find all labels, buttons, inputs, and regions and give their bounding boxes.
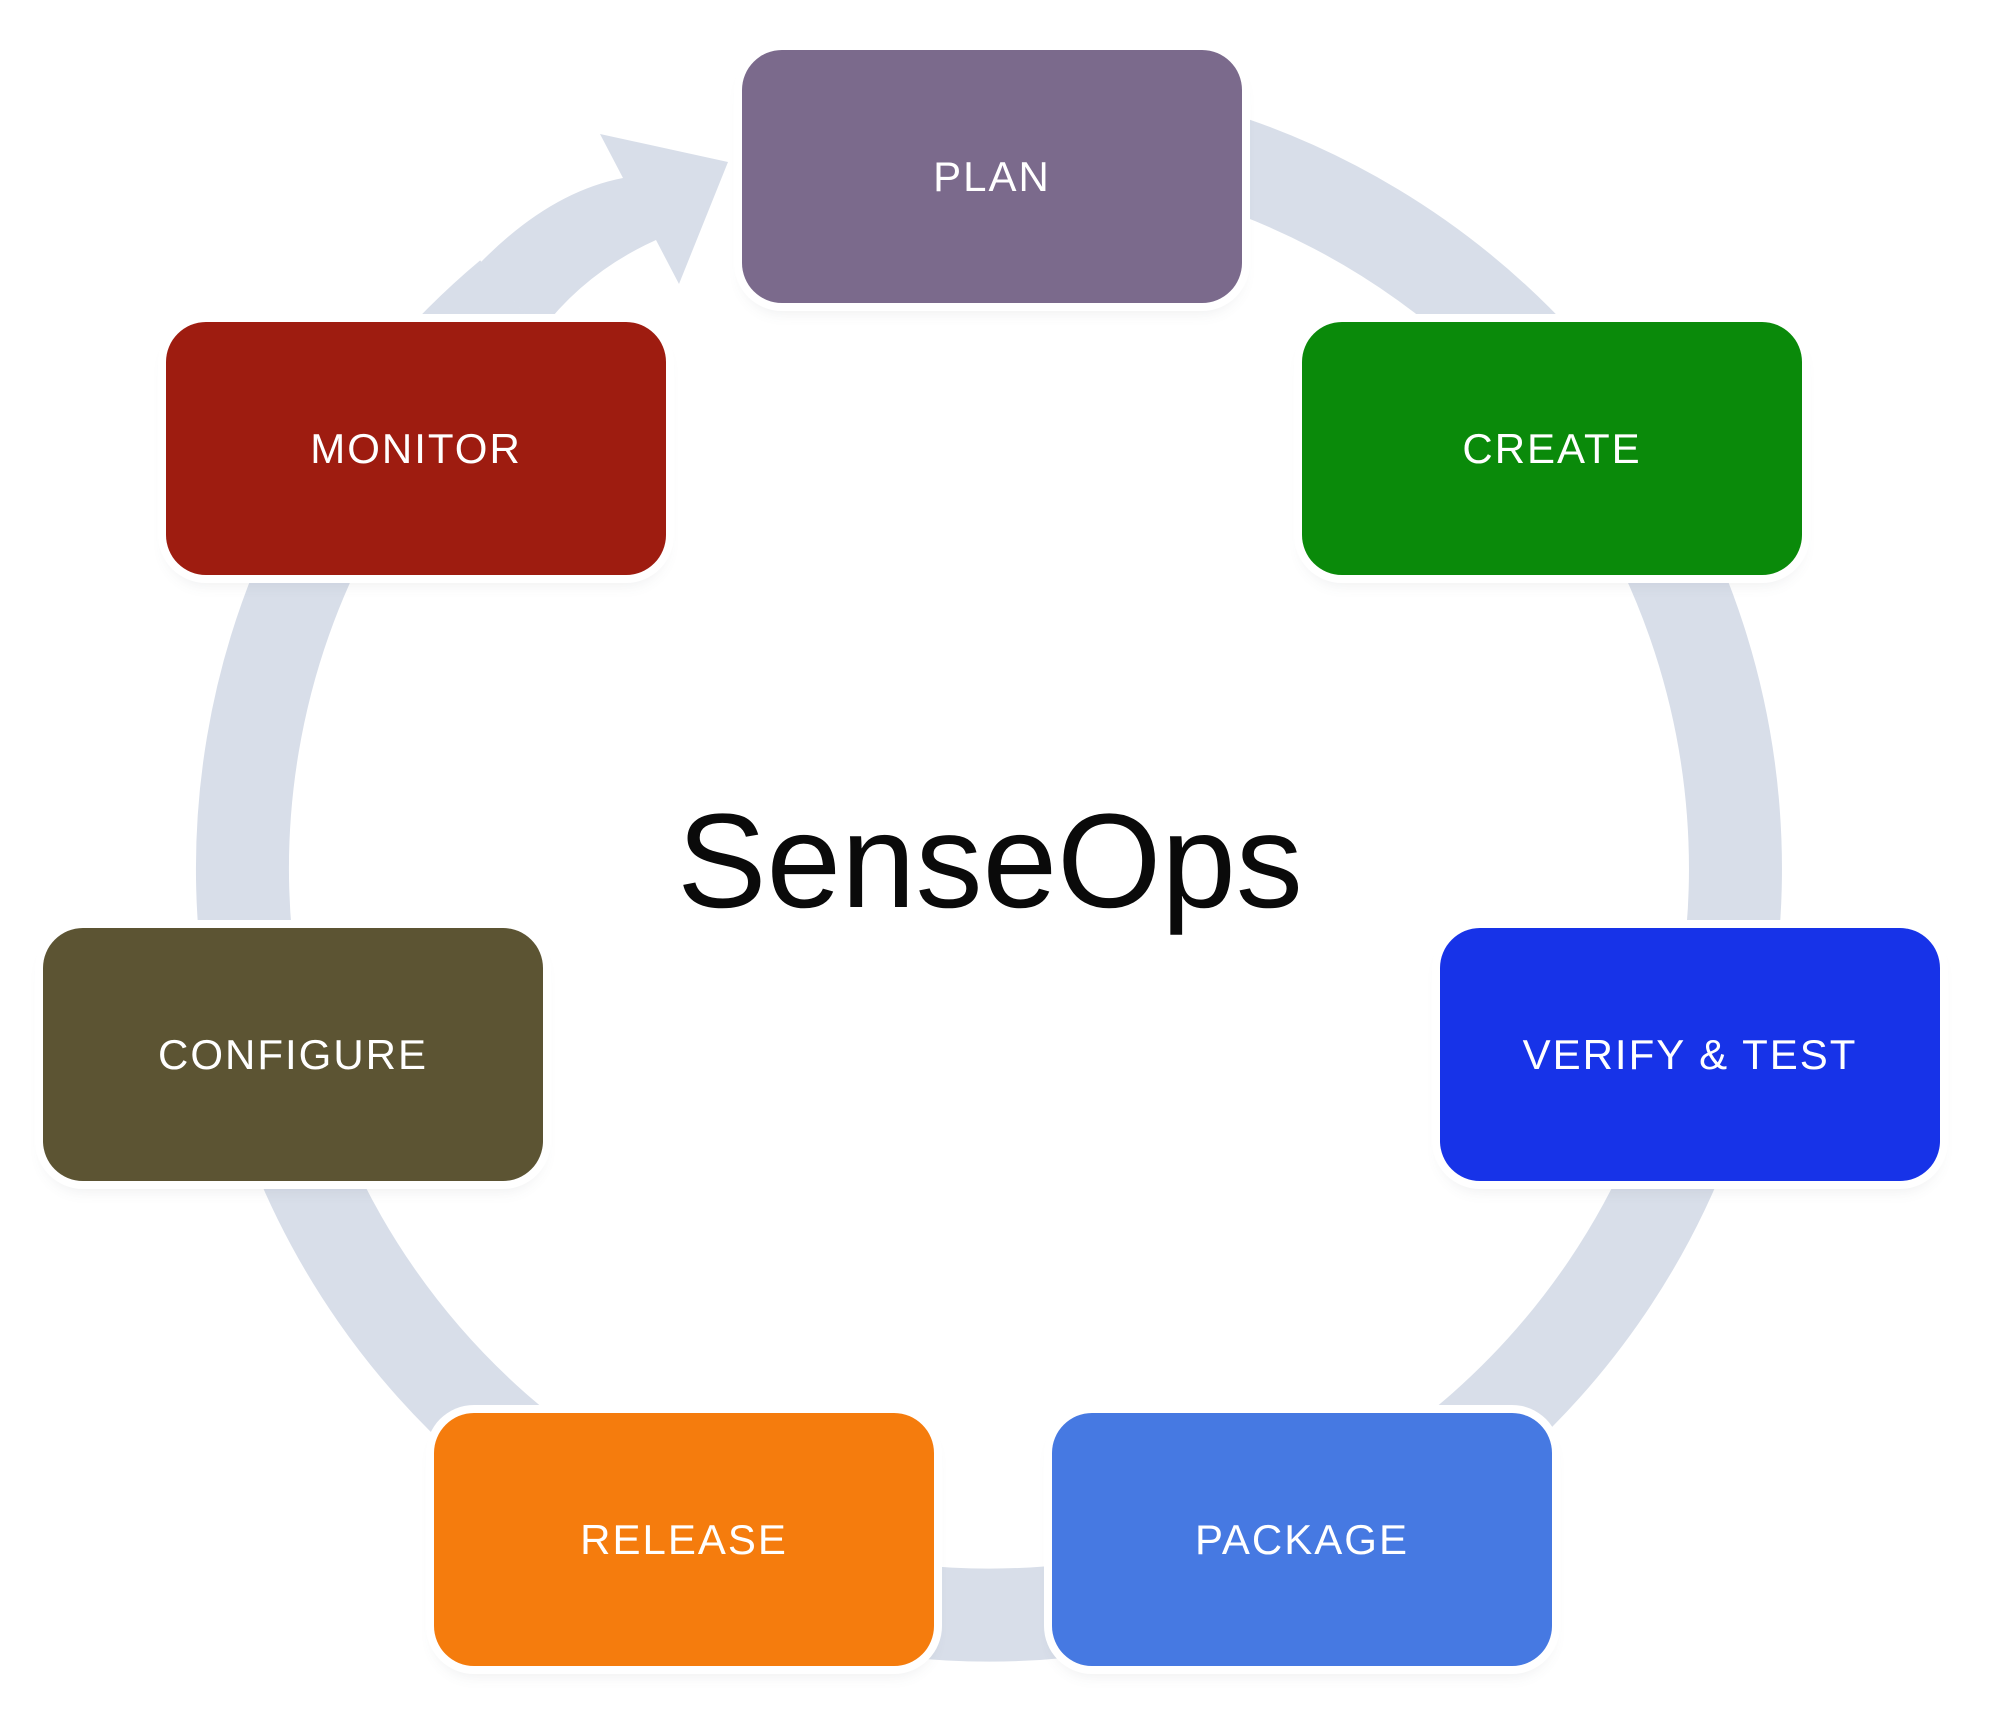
stage-box-create: CREATE bbox=[1302, 322, 1802, 575]
stage-box-verify-and-test: VERIFY & TEST bbox=[1440, 928, 1940, 1181]
stage-label-monitor: MONITOR bbox=[310, 424, 522, 472]
diagram-title: SenseOps bbox=[677, 787, 1303, 936]
stage-label-plan: PLAN bbox=[933, 152, 1051, 200]
stage-label-release: RELEASE bbox=[580, 1515, 788, 1563]
stage-label-configure: CONFIGURE bbox=[158, 1030, 428, 1078]
circular-arrow-icon bbox=[481, 134, 728, 332]
stage-box-monitor: MONITOR bbox=[166, 322, 666, 575]
stage-label-create: CREATE bbox=[1462, 424, 1642, 472]
stage-box-package: PACKAGE bbox=[1052, 1413, 1552, 1666]
stage-label-package: PACKAGE bbox=[1195, 1515, 1409, 1563]
stage-label-verify-and-test: VERIFY & TEST bbox=[1522, 1030, 1858, 1078]
stage-box-configure: CONFIGURE bbox=[43, 928, 543, 1181]
stage-box-release: RELEASE bbox=[434, 1413, 934, 1666]
stage-box-plan: PLAN bbox=[742, 50, 1242, 303]
